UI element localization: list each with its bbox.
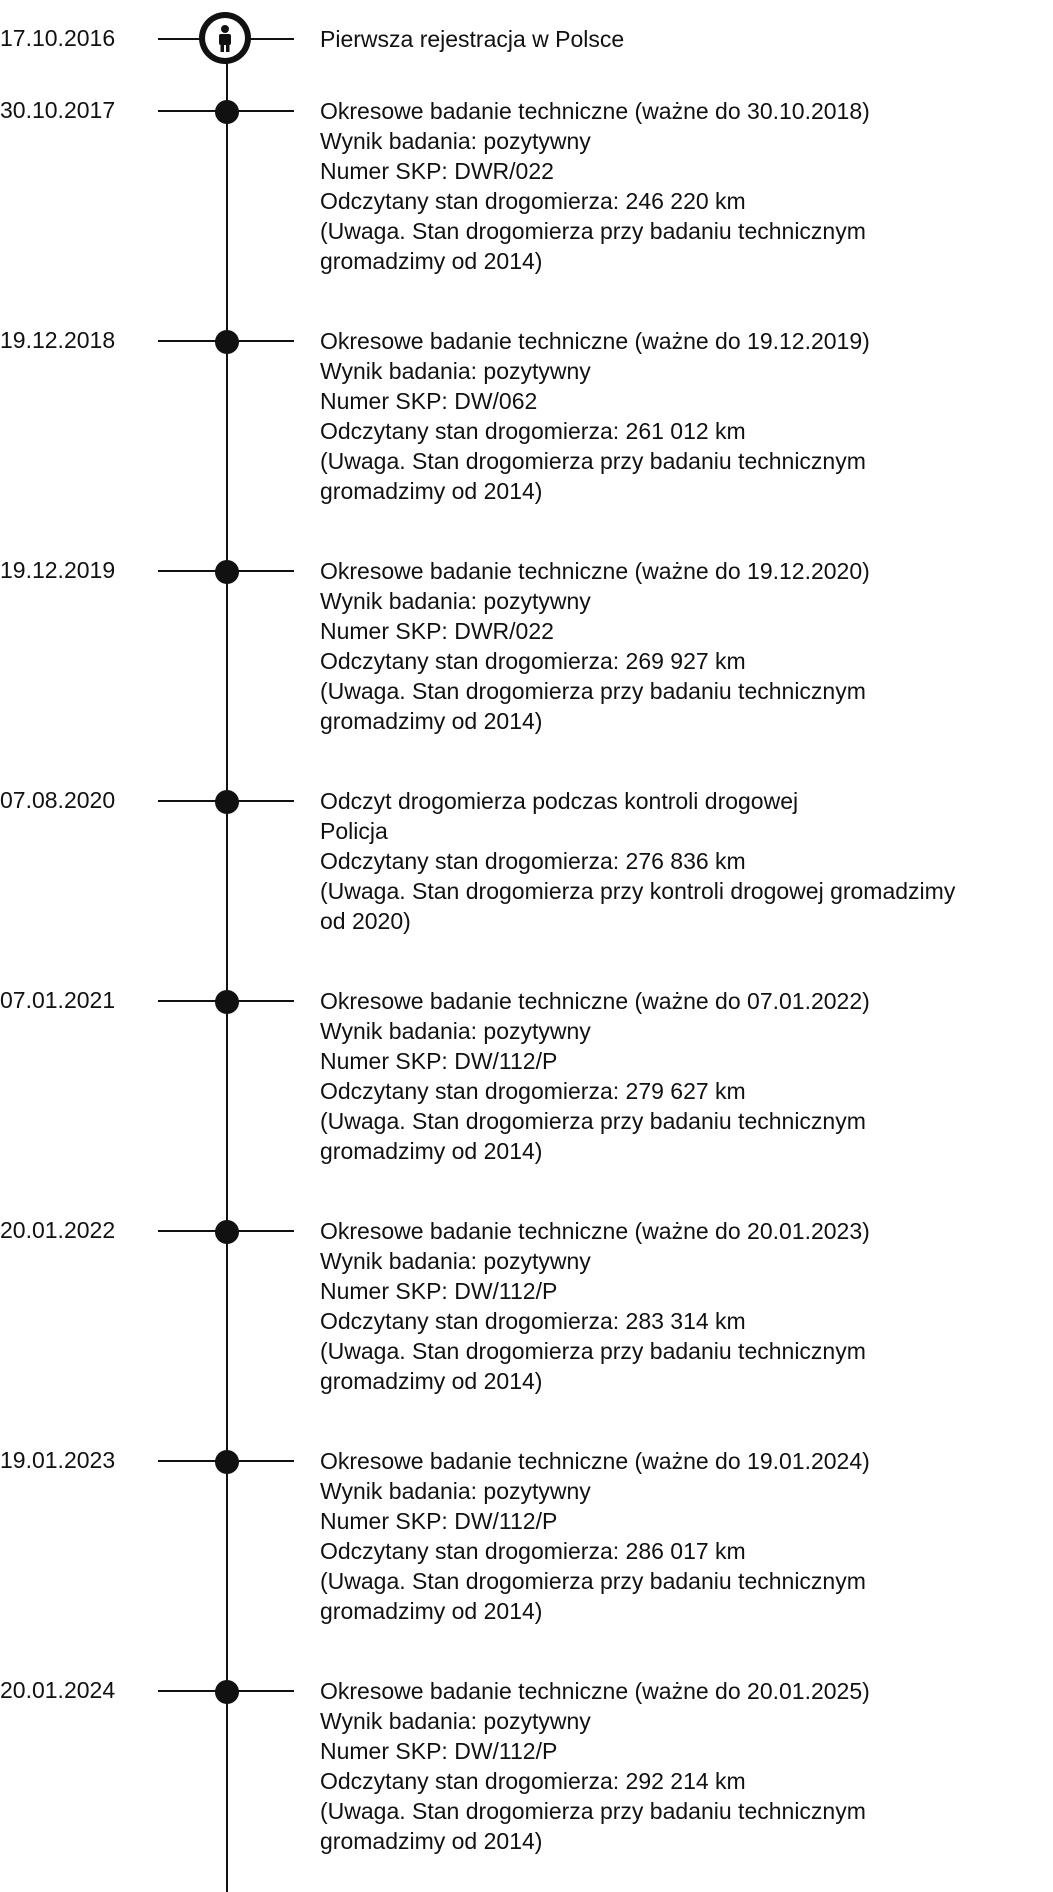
event-line: Okresowe badanie techniczne (ważne do 30… [320,98,870,124]
event-line: Pierwsza rejestracja w Polsce [320,26,625,52]
event-date: 07.01.2021 [0,987,116,1013]
event-details: Pierwsza rejestracja w Polsce [320,24,1050,54]
event-line: Okresowe badanie techniczne (ważne do 19… [320,328,870,354]
event-date: 19.12.2018 [0,327,116,353]
event-date: 19.12.2019 [0,557,116,583]
timeline-dot [215,790,239,814]
timeline-tick [158,1000,226,1002]
event-details: Okresowe badanie techniczne (ważne do 20… [320,1676,1050,1856]
event-line: Wynik badania: pozytywny [320,1018,591,1044]
timeline-tick [158,1690,226,1692]
event-details: Okresowe badanie techniczne (ważne do 19… [320,556,1050,736]
event-line: Okresowe badanie techniczne (ważne do 07… [320,988,870,1014]
event-details: Okresowe badanie techniczne (ważne do 30… [320,96,1050,276]
event-line: Wynik badania: pozytywny [320,1248,591,1274]
event-line: Odczytany stan drogomierza: 279 627 km [320,1078,746,1104]
timeline-axis [226,40,228,1892]
timeline-tick [228,110,294,112]
event-line: Odczytany stan drogomierza: 261 012 km [320,418,746,444]
timeline-dot [215,100,239,124]
event-line: Numer SKP: DWR/022 [320,158,554,184]
timeline-tick [158,1460,226,1462]
event-line: Okresowe badanie techniczne (ważne do 19… [320,1448,870,1474]
event-line: Odczytany stan drogomierza: 283 314 km [320,1308,746,1334]
event-line: Okresowe badanie techniczne (ważne do 20… [320,1218,870,1244]
event-date: 07.08.2020 [0,787,116,813]
event-line: Odczyt drogomierza podczas kontroli drog… [320,788,799,814]
event-details: Okresowe badanie techniczne (ważne do 20… [320,1216,1050,1396]
event-date: 20.01.2024 [0,1677,116,1703]
event-line: Wynik badania: pozytywny [320,128,591,154]
event-date: 17.10.2016 [0,25,116,51]
timeline-tick [158,38,226,40]
event-line: Numer SKP: DW/062 [320,388,538,414]
event-line: Okresowe badanie techniczne (ważne do 20… [320,1678,870,1704]
timeline-dot [215,1450,239,1474]
event-line: (Uwaga. Stan drogomierza przy badaniu te… [320,678,866,704]
event-date: 19.01.2023 [0,1447,116,1473]
timeline-tick [228,38,294,40]
event-line: gromadzimy od 2014) [320,1138,543,1164]
event-line: (Uwaga. Stan drogomierza przy badaniu te… [320,1798,866,1824]
timeline-dot [215,1680,239,1704]
event-line: Odczytany stan drogomierza: 276 836 km [320,848,746,874]
event-line: Numer SKP: DWR/022 [320,618,554,644]
event-line: Policja [320,818,388,844]
timeline-tick [228,1690,294,1692]
event-line: (Uwaga. Stan drogomierza przy badaniu te… [320,448,866,474]
timeline-dot [215,330,239,354]
timeline-tick [158,340,226,342]
event-line: gromadzimy od 2014) [320,708,543,734]
timeline-tick [228,1230,294,1232]
event-line: Odczytany stan drogomierza: 246 220 km [320,188,746,214]
timeline-tick [158,800,226,802]
event-line: Numer SKP: DW/112/P [320,1508,558,1534]
timeline-tick [158,110,226,112]
event-line: gromadzimy od 2014) [320,478,543,504]
event-date: 20.01.2022 [0,1217,116,1243]
event-line: Numer SKP: DW/112/P [320,1278,558,1304]
event-line: Wynik badania: pozytywny [320,1478,591,1504]
event-details: Okresowe badanie techniczne (ważne do 19… [320,1446,1050,1626]
event-line: gromadzimy od 2014) [320,248,543,274]
event-line: Okresowe badanie techniczne (ważne do 19… [320,558,870,584]
event-line: Odczytany stan drogomierza: 292 214 km [320,1768,746,1794]
timeline-tick [158,570,226,572]
event-line: (Uwaga. Stan drogomierza przy badaniu te… [320,1568,866,1594]
timeline-tick [158,1230,226,1232]
event-details: Okresowe badanie techniczne (ważne do 07… [320,986,1050,1166]
event-line: Wynik badania: pozytywny [320,1708,591,1734]
timeline-tick [228,1000,294,1002]
event-line: gromadzimy od 2014) [320,1828,543,1854]
event-line: Numer SKP: DW/112/P [320,1048,558,1074]
event-line: Wynik badania: pozytywny [320,358,591,384]
event-line: Numer SKP: DW/112/P [320,1738,558,1764]
event-details: Odczyt drogomierza podczas kontroli drog… [320,786,1050,936]
event-line: Wynik badania: pozytywny [320,588,591,614]
timeline-tick [228,570,294,572]
timeline-dot [215,560,239,584]
event-line: gromadzimy od 2014) [320,1598,543,1624]
event-line: od 2020) [320,908,411,934]
event-date: 30.10.2017 [0,97,116,123]
event-line: gromadzimy od 2014) [320,1368,543,1394]
event-line: (Uwaga. Stan drogomierza przy badaniu te… [320,1338,866,1364]
timeline-tick [228,1460,294,1462]
timeline-dot [215,1220,239,1244]
event-line: (Uwaga. Stan drogomierza przy badaniu te… [320,1108,866,1134]
timeline-tick [228,800,294,802]
event-line: (Uwaga. Stan drogomierza przy kontroli d… [320,878,956,904]
event-details: Okresowe badanie techniczne (ważne do 19… [320,326,1050,506]
event-line: (Uwaga. Stan drogomierza przy badaniu te… [320,218,866,244]
event-line: Odczytany stan drogomierza: 286 017 km [320,1538,746,1564]
timeline-tick [228,340,294,342]
event-line: Odczytany stan drogomierza: 269 927 km [320,648,746,674]
timeline-dot [215,990,239,1014]
person-icon [199,12,251,64]
